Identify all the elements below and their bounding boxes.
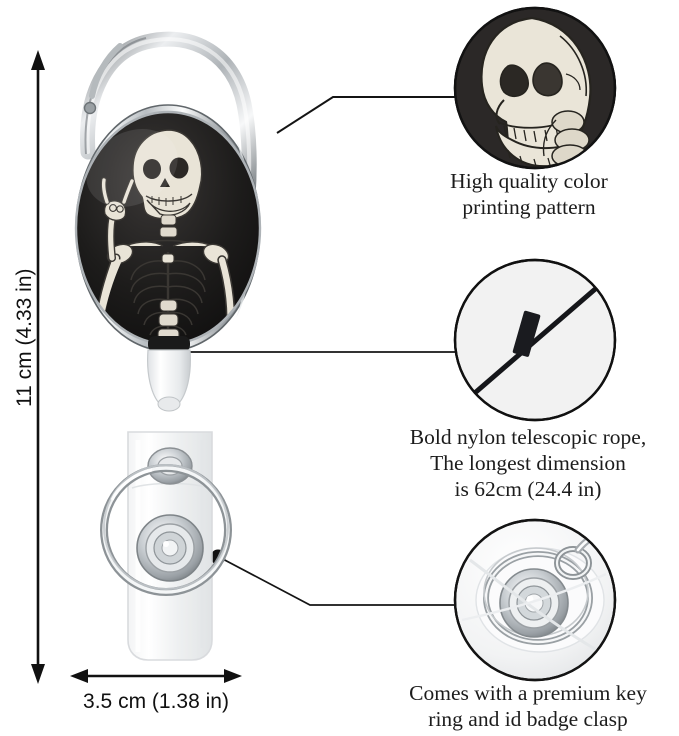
caption-line: Comes with a premium key (409, 681, 647, 705)
cervical-spine-icon (542, 110, 590, 168)
dimension-arrow-horizontal (70, 669, 242, 683)
callout-leader-rope (162, 344, 455, 360)
detail-circle-rope (453, 258, 617, 422)
callout-leader-printing (276, 96, 455, 134)
snap-stud (136, 514, 204, 582)
printed-face-skeleton (74, 110, 262, 346)
lumbar-icon (157, 299, 180, 342)
detail-circle-keyring (453, 518, 617, 682)
key-ring (100, 464, 232, 596)
caption-keyring: Comes with a premium key ring and id bad… (378, 680, 678, 732)
caption-line: printing pattern (462, 195, 596, 220)
caption-line: The longest dimension (430, 451, 626, 476)
caption-line: ring and id badge clasp (428, 707, 628, 732)
caption-printing: High quality color printing pattern (383, 168, 675, 220)
dimension-arrow-vertical (31, 50, 45, 684)
dimension-label-horizontal: 3.5 cm (1.38 in) (83, 690, 229, 713)
nylon-cord-icon (460, 276, 610, 406)
caption-rope: Bold nylon telescopic rope, The longest … (378, 424, 678, 503)
caption-line: is 62cm (24.4 in) (454, 477, 602, 502)
dimension-label-vertical: 11 cm (4.33 in) (13, 268, 36, 408)
snap-stud-detail-icon (499, 568, 569, 638)
carabiner-hook-arm (80, 31, 257, 204)
callout-leader-keyring (210, 549, 456, 606)
spine-icon (159, 214, 178, 238)
telescopic-cord-nub (147, 336, 191, 436)
detail-circle-printing (453, 6, 617, 170)
caption-line: Bold nylon telescopic rope, (409, 425, 647, 449)
sternum-icon (161, 253, 175, 264)
caption-line: High quality color (450, 169, 608, 193)
product-carabiner-reel (74, 31, 262, 661)
skull-profile-icon (480, 16, 592, 168)
